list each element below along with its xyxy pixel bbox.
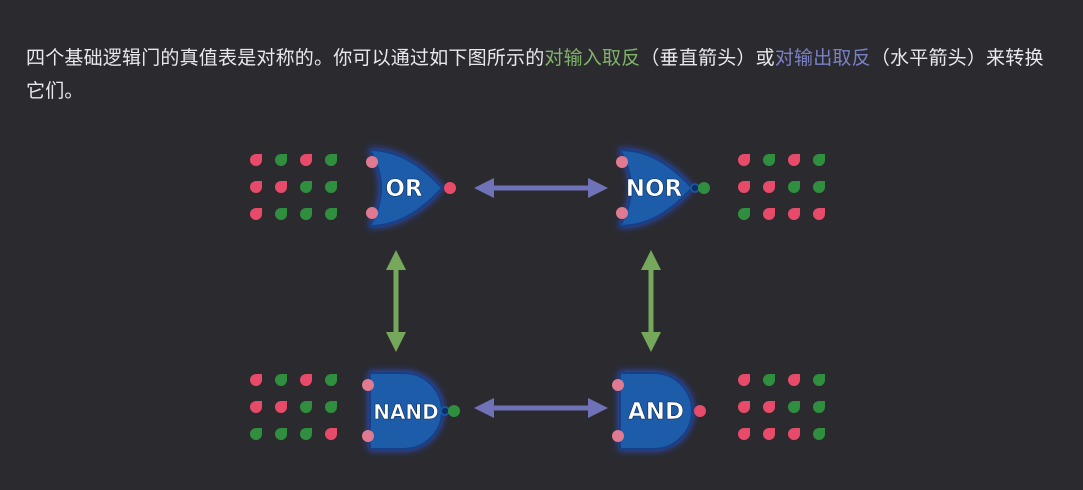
truth-table-dot <box>300 181 312 193</box>
truth-table-dot <box>300 401 312 413</box>
truth-table-dot <box>325 154 337 166</box>
truth-table-dot <box>325 401 337 413</box>
gate-and: AND <box>612 372 706 450</box>
truth-table-dot <box>813 154 825 166</box>
truth-table-dot <box>275 428 287 440</box>
description-text-1: 四个基础逻辑门的真值表是对称的。你可以通过如下图所示的 <box>26 47 545 69</box>
truth-table-dot <box>763 401 775 413</box>
gate-input-pin <box>616 156 628 168</box>
truth-table-dot <box>813 428 825 440</box>
truth-table-dot <box>813 181 825 193</box>
gate-label: OR <box>385 176 423 202</box>
truth-table-dot <box>275 154 287 166</box>
truth-table-dot <box>788 181 800 193</box>
truth-table-dot <box>763 154 775 166</box>
truth-table-dot <box>788 401 800 413</box>
truth-table-dot <box>763 428 775 440</box>
truth-table-dot <box>813 208 825 220</box>
truth-table-dot <box>763 181 775 193</box>
truth-table-dot <box>250 374 262 386</box>
gate-output-pin <box>448 405 460 417</box>
invert-outputs-highlight: 对输出取反 <box>774 47 871 69</box>
truth-table-dot <box>275 181 287 193</box>
truth-table-dot <box>250 428 262 440</box>
truth-table-nand <box>250 374 337 440</box>
gate-nor: NOR <box>616 148 710 228</box>
gate-label: AND <box>628 399 684 425</box>
truth-table-dot <box>300 374 312 386</box>
truth-table-dot <box>275 401 287 413</box>
inversion-bubble <box>690 183 700 193</box>
gate-input-pin <box>612 379 624 391</box>
truth-table-dot <box>788 208 800 220</box>
gate-input-pin <box>366 156 378 168</box>
description-text-2: （垂直箭头）或 <box>640 47 775 69</box>
truth-table-dot <box>738 154 750 166</box>
gate-output-pin <box>444 182 456 194</box>
gate-input-pin <box>616 207 628 219</box>
truth-table-nor <box>738 154 825 220</box>
gate-body <box>618 148 694 228</box>
truth-table-dot <box>250 208 262 220</box>
truth-table-dot <box>813 401 825 413</box>
truth-table-dot <box>300 428 312 440</box>
truth-table-dot <box>788 428 800 440</box>
truth-table-dot <box>738 401 750 413</box>
truth-table-dot <box>738 374 750 386</box>
inversion-bubble <box>440 406 450 416</box>
truth-table-dot <box>325 208 337 220</box>
truth-table-dot <box>738 208 750 220</box>
truth-table-dot <box>738 428 750 440</box>
gate-input-pin <box>612 430 624 442</box>
truth-table-and <box>738 374 825 440</box>
truth-table-dot <box>788 154 800 166</box>
truth-table-dot <box>763 208 775 220</box>
truth-table-dot <box>763 374 775 386</box>
gate-nand: NAND <box>362 372 460 450</box>
gate-output-pin <box>698 182 710 194</box>
gate-body <box>619 372 693 450</box>
truth-table-dot <box>275 208 287 220</box>
gate-label: NOR <box>626 176 683 202</box>
description-paragraph: 四个基础逻辑门的真值表是对称的。你可以通过如下图所示的对输入取反（垂直箭头）或对… <box>26 42 1056 108</box>
arrow-nor-and <box>641 250 661 352</box>
truth-table-dot <box>813 374 825 386</box>
arrow-or-nand <box>386 250 406 352</box>
arrow-or-nor <box>474 178 608 198</box>
description-text-3: （水平箭头）来转换它们。 <box>26 47 1044 102</box>
truth-table-dot <box>325 428 337 440</box>
truth-table-dot <box>275 374 287 386</box>
invert-inputs-highlight: 对输入取反 <box>544 47 641 69</box>
truth-table-dot <box>788 374 800 386</box>
gate-body <box>368 148 444 228</box>
truth-table-dot <box>300 154 312 166</box>
truth-table-dot <box>300 208 312 220</box>
truth-table-dot <box>250 401 262 413</box>
truth-table-dot <box>250 154 262 166</box>
gate-or: OR <box>366 148 456 228</box>
arrow-nand-and <box>474 398 608 418</box>
truth-table-dot <box>250 181 262 193</box>
gate-label: NAND <box>373 400 439 424</box>
gate-input-pin <box>362 379 374 391</box>
truth-table-dot <box>325 181 337 193</box>
truth-table-dot <box>738 181 750 193</box>
truth-table-dot <box>325 374 337 386</box>
gate-output-pin <box>694 405 706 417</box>
gate-input-pin <box>362 430 374 442</box>
truth-table-or <box>250 154 337 220</box>
gate-input-pin <box>366 207 378 219</box>
